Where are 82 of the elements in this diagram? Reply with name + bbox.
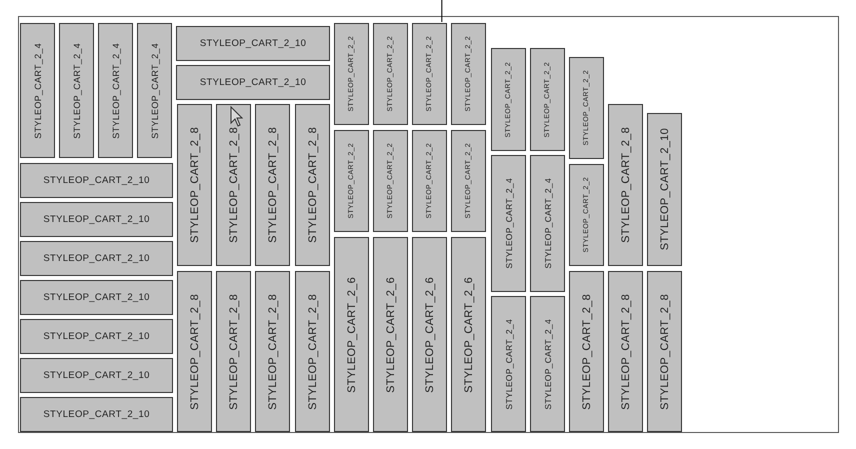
cart-box <box>647 271 682 432</box>
cart-box <box>530 155 565 292</box>
cart-box <box>608 271 643 432</box>
cart-label: STYLEOP_CART_2_8 <box>306 294 318 410</box>
cart-box <box>176 26 330 61</box>
cart-label: STYLEOP_CART_2_8 <box>266 127 278 243</box>
cart-box <box>608 104 643 266</box>
cart-box <box>412 130 447 232</box>
cart-box <box>98 23 133 158</box>
cart-box <box>412 23 447 125</box>
cart-box <box>373 130 408 232</box>
cart-label: STYLEOP_CART_2_8 <box>188 127 200 243</box>
cart-label: STYLEOP_CART_2_10 <box>43 409 150 420</box>
cart-label: STYLEOP_CART_2_10 <box>658 128 670 251</box>
cart-label: STYLEOP_CART_2_8 <box>620 127 632 243</box>
cart-label: STYLEOP_CART_2_8 <box>188 294 200 410</box>
cart-label: STYLEOP_CART_2_8 <box>580 294 592 410</box>
cart-box <box>20 163 173 198</box>
cart-box <box>255 104 290 266</box>
cart-label: STYLEOP_CART_2_8 <box>228 294 240 410</box>
cart-label: STYLEOP_CART_2_4 <box>542 318 552 410</box>
cart-box <box>20 202 173 237</box>
cart-box <box>20 280 173 315</box>
cart-box <box>491 48 526 151</box>
cart-box <box>59 23 94 158</box>
cart-label: STYLEOP_CART_2_8 <box>228 127 240 243</box>
cart-label: STYLEOP_CART_2_10 <box>43 331 150 342</box>
container-frame <box>18 16 839 433</box>
cart-box <box>137 23 172 158</box>
cart-box <box>177 104 212 266</box>
cart-label: STYLEOP_CART_2_6 <box>384 276 396 392</box>
cart-box <box>20 397 173 432</box>
cart-box <box>295 271 330 432</box>
cart-box <box>177 271 212 432</box>
cart-label: STYLEOP_CART_2_6 <box>462 276 474 392</box>
cart-box <box>176 65 330 100</box>
cart-label: STYLEOP_CART_2_6 <box>424 276 436 392</box>
cart-box <box>569 57 604 159</box>
cart-box <box>20 319 173 354</box>
cart-label: STYLEOP_CART_2_6 <box>346 276 358 392</box>
cart-box <box>451 130 486 232</box>
cart-label: STYLEOP_CART_2_8 <box>658 294 670 410</box>
cart-box <box>216 271 251 432</box>
cart-box <box>334 130 369 232</box>
cart-box <box>530 48 565 151</box>
cart-box <box>216 104 251 266</box>
cart-box <box>255 271 290 432</box>
cart-label: STYLEOP_CART_2_8 <box>306 127 318 243</box>
cart-box <box>647 113 682 266</box>
cart-box <box>491 296 526 432</box>
cart-box <box>20 358 173 393</box>
cart-label: STYLEOP_CART_2_4 <box>110 42 120 138</box>
cart-label: STYLEOP_CART_2_10 <box>200 38 306 49</box>
cart-box <box>491 155 526 292</box>
cart-label: STYLEOP_CART_2_10 <box>43 175 150 186</box>
cart-label: STYLEOP_CART_2_10 <box>43 214 150 225</box>
cart-label: STYLEOP_CART_2_4 <box>504 318 514 410</box>
cart-box <box>412 237 447 432</box>
cart-box <box>569 164 604 266</box>
leader-line <box>441 0 442 22</box>
cart-box <box>373 23 408 125</box>
cart-box <box>295 104 330 266</box>
cart-box <box>569 271 604 432</box>
cart-label: STYLEOP_CART_2_4 <box>542 178 552 269</box>
cart-label: STYLEOP_CART_2_10 <box>43 292 150 303</box>
cart-label: STYLEOP_CART_2_4 <box>504 178 514 269</box>
cart-box <box>20 23 55 158</box>
cart-label: STYLEOP_CART_2_4 <box>72 42 82 138</box>
cart-box <box>334 237 369 432</box>
cart-box <box>451 237 486 432</box>
cart-label: STYLEOP_CART_2_10 <box>43 253 150 264</box>
cart-label: STYLEOP_CART_2_8 <box>620 294 632 410</box>
cart-label: STYLEOP_CART_2_8 <box>266 294 278 410</box>
cart-box <box>20 241 173 276</box>
cart-box <box>451 23 486 125</box>
cart-box <box>373 237 408 432</box>
cart-label: STYLEOP_CART_2_10 <box>43 370 150 381</box>
cart-label: STYLEOP_CART_2_10 <box>200 77 306 88</box>
cart-label: STYLEOP_CART_2_4 <box>150 42 160 138</box>
cart-box <box>334 23 369 125</box>
cart-label: STYLEOP_CART_2_4 <box>32 42 42 138</box>
cart-box <box>530 296 565 432</box>
